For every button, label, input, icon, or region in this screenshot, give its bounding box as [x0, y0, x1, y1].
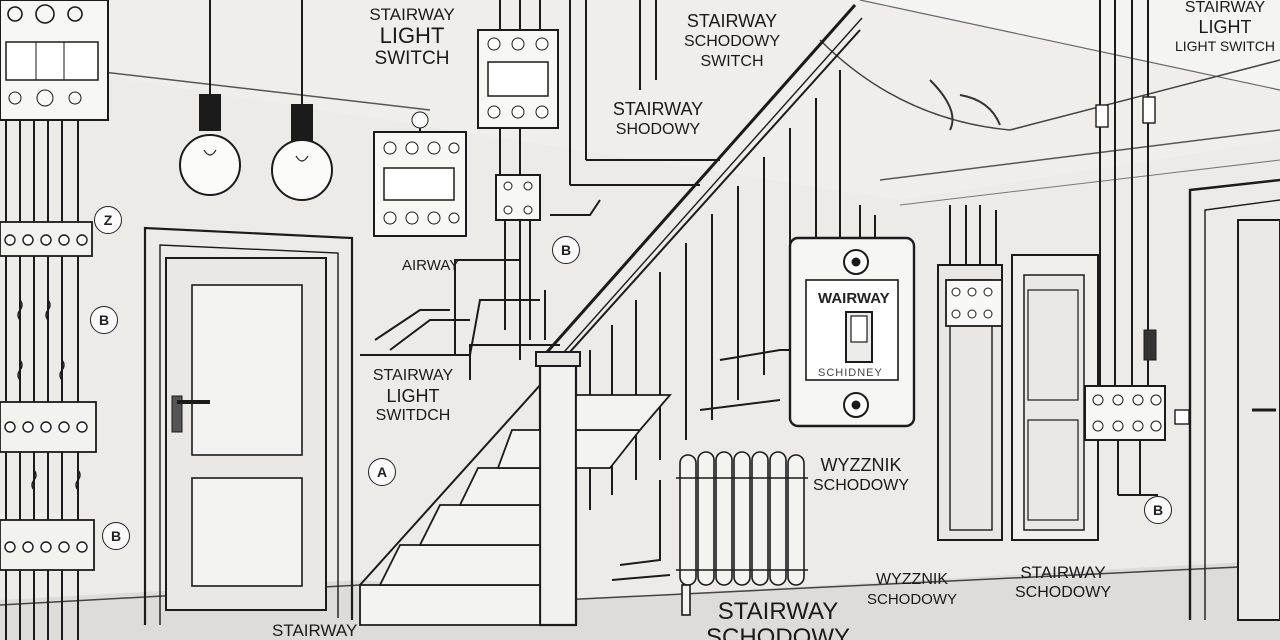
marker-b: B: [102, 522, 130, 550]
label-line: STAIRWAY: [372, 367, 454, 384]
label-stairway-light-switch-top: STAIRWAY LIGHT SWITCH: [352, 6, 472, 68]
label-line: WYZZNIK: [876, 571, 948, 588]
label-line: STAIRWAY: [1020, 563, 1106, 582]
label-line: LIGHT: [386, 386, 440, 406]
right-switch-modules: [945, 96, 1166, 441]
label-line: SCHODOWY: [1015, 584, 1111, 601]
label-line: SWITCH: [374, 48, 450, 69]
label-stairway-schodowy-right: STAIRWAY SCHODOWY: [996, 564, 1130, 601]
label-line: SHODOWY: [615, 121, 701, 138]
marker-z: Z: [94, 206, 122, 234]
label-line: LIGHT SWITCH: [1174, 38, 1276, 54]
marker-b: B: [1144, 496, 1172, 524]
label-stairway-schodowy-bottom: STAIRWAY SCHODOWY: [688, 600, 868, 640]
label-stairway-bottom-left: STAIRWAY: [272, 621, 358, 640]
label-line: SCHODOWY: [706, 624, 850, 640]
switch-plate-label: WAIRWAY: [818, 290, 890, 307]
label-stairway-light-switch-corner: STAIRWAY LIGHT LIGHT SWITCH: [1170, 0, 1280, 53]
label-line: LIGHT: [1198, 17, 1252, 37]
wall-switch-plate: [788, 236, 916, 428]
label-line: SCHODOWY: [813, 477, 909, 494]
label-wyzznik-schodowy-1: WYZZNIK SCHODOWY: [796, 456, 926, 494]
pendant-light-bulbs: [179, 0, 333, 201]
staircase: [359, 4, 863, 627]
label-line: SWITCH: [700, 53, 764, 70]
label-line: STAIRWAY: [612, 99, 704, 119]
left-door: [143, 226, 354, 625]
label-line: STAIRWAY: [369, 5, 455, 24]
top-switch-modules: [373, 29, 559, 237]
label-airway: AIRWAY: [402, 257, 460, 274]
label-stairway-schodowy-switch-top: STAIRWAY SCHODOWY SWITCH: [662, 12, 802, 70]
label-stairway-shodowy-mid: STAIRWAY SHODOWY: [598, 100, 718, 138]
marker-b: B: [90, 306, 118, 334]
marker-b: B: [552, 236, 580, 264]
label-line: WYZZNIK: [820, 455, 902, 475]
label-line: STAIRWAY: [1184, 0, 1266, 16]
label-line: STAIRWAY: [717, 598, 839, 625]
label-line: LIGHT: [379, 23, 445, 48]
label-stairway-light-switdch-left: STAIRWAY LIGHT SWITDCH: [358, 368, 468, 424]
label-line: SCHODOWY: [684, 33, 780, 50]
label-line: STAIRWAY: [686, 11, 778, 31]
label-line: SWITDCH: [375, 407, 451, 424]
radiator: [676, 451, 808, 616]
label-wyzznik-schodowy-2: WYZZNIK SCHODOWY: [852, 571, 972, 608]
label-line: SCHODOWY: [867, 591, 957, 608]
marker-a: A: [368, 458, 396, 486]
switch-plate-sublabel: SCHIDNEY: [818, 367, 883, 379]
left-wiring-rack: [0, 0, 109, 640]
wiring-lines: [360, 0, 1158, 581]
